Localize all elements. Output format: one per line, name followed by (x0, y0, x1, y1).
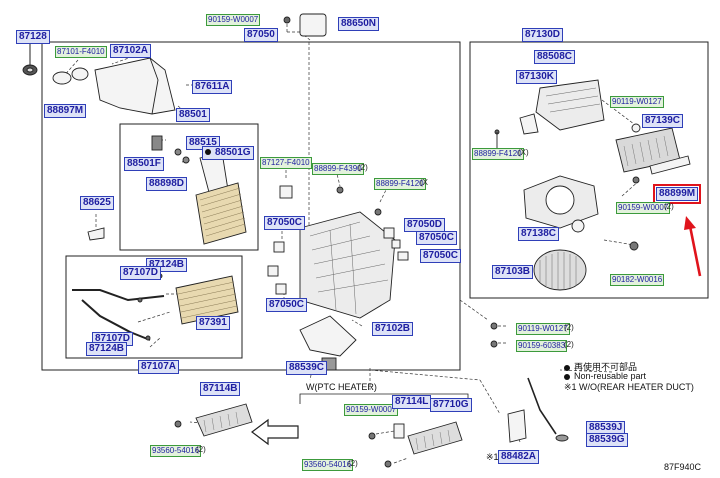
part-label-90159-W0007-right[interactable]: 90159-W0007 (616, 202, 671, 214)
frame-lines (29, 41, 709, 404)
ptc-heater-caption: W(PTC HEATER) (306, 382, 377, 392)
part-label-88898D[interactable]: 88898D (146, 177, 188, 191)
suffix-x-b: (X) (518, 148, 529, 157)
part-label-88897M[interactable]: 88897M (44, 104, 87, 118)
part-label-87124B-2[interactable]: 87124B (86, 342, 128, 356)
part-label-87050[interactable]: 87050 (244, 28, 278, 42)
part-label-87050C-1[interactable]: 87050C (264, 216, 306, 230)
part-label-88501F[interactable]: 88501F (124, 157, 164, 171)
part-label-87103B[interactable]: 87103B (492, 265, 534, 279)
suffix-2-a: (2) (358, 163, 368, 172)
part-label-88501G[interactable]: 88501G (202, 146, 254, 160)
part-label-88899-F4390[interactable]: 88899-F4390 (312, 163, 364, 175)
part-label-90159-W0007-bottom[interactable]: 90159-W0007 (344, 404, 399, 416)
part-label-87138C[interactable]: 87138C (518, 227, 560, 241)
diagram-code: 87F940C (664, 462, 702, 472)
part-label-88539G[interactable]: 88539G (586, 433, 628, 447)
suffix-x-a: (X (420, 178, 428, 187)
part-label-88650N[interactable]: 88650N (338, 17, 380, 31)
legend-reuse-text: 再使用不可部品 (574, 362, 638, 372)
legend-reuse-line: 再使用不可部品 (564, 360, 637, 373)
part-label-87107D-1[interactable]: 87107D (120, 266, 162, 280)
part-label-88539C[interactable]: 88539C (286, 361, 328, 375)
part-label-87130D[interactable]: 87130D (522, 28, 564, 42)
legend-nonreusable-line: Non-reusable part (564, 371, 646, 381)
part-label-87102B[interactable]: 87102B (372, 322, 414, 336)
legend-footnote: ※1 W/O(REAR HEATER DUCT) (564, 382, 694, 392)
part-label-93560-54016-bottom[interactable]: 93560-54016 (302, 459, 354, 471)
part-label-87050C-2[interactable]: 87050C (416, 231, 458, 245)
part-label-87391[interactable]: 87391 (196, 316, 230, 330)
suffix-2-b: (2) (664, 202, 674, 211)
part-label-87611A[interactable]: 87611A (192, 80, 233, 94)
part-label-88625[interactable]: 88625 (80, 196, 114, 210)
part-label-87130K[interactable]: 87130K (516, 70, 558, 84)
part-label-87710G[interactable]: 87710G (430, 398, 472, 412)
suffix-2-d: (2) (564, 340, 574, 349)
part-label-87101-F4010[interactable]: 87101-F4010 (55, 46, 107, 58)
part-label-90159-W0007-top[interactable]: 90159-W0007 (206, 14, 261, 26)
part-label-90159-60383[interactable]: 90159-60383 (516, 340, 568, 352)
part-sketches (22, 13, 691, 468)
part-label-88482A[interactable]: 88482A (498, 450, 540, 464)
part-label-88899-F4120-right[interactable]: 88899-F4120 (472, 148, 524, 160)
suffix-2-f: (2) (348, 459, 358, 468)
part-label-87114B[interactable]: 87114B (200, 382, 241, 396)
part-label-87050C-3[interactable]: 87050C (420, 249, 462, 263)
part-label-87139C[interactable]: 87139C (642, 114, 684, 128)
part-label-87107A[interactable]: 87107A (138, 360, 180, 374)
legend-nonreusable-text: Non-reusable part (574, 371, 647, 381)
part-label-87114L[interactable]: 87114L (392, 395, 432, 409)
part-label-88501[interactable]: 88501 (176, 108, 210, 122)
part-label-88899-F4120-mid[interactable]: 88899-F4120 (374, 178, 426, 190)
footnote-marker: ※1 (486, 452, 499, 462)
part-label-87102A[interactable]: 87102A (110, 44, 152, 58)
suffix-2-e: (2) (196, 445, 206, 454)
part-label-88508C[interactable]: 88508C (534, 50, 576, 64)
part-label-90182-W0016[interactable]: 90182-W0016 (610, 274, 665, 286)
part-label-87050C-4[interactable]: 87050C (266, 298, 308, 312)
part-label-88899M[interactable]: 88899M (652, 184, 702, 204)
red-arrow-icon (684, 216, 702, 277)
bullet-icon (564, 373, 570, 380)
part-label-90119-W0127-top[interactable]: 90119-W0127 (610, 96, 664, 108)
part-label-87050D[interactable]: 87050D (404, 218, 446, 232)
part-label-87128[interactable]: 87128 (16, 30, 50, 44)
outline-arrow-icon (251, 418, 299, 446)
part-label-90119-W0127-mid[interactable]: 90119-W0127 (516, 323, 570, 335)
suffix-2-c: (2) (564, 323, 574, 332)
bullet-icon (564, 364, 570, 371)
part-label-93560-54016-left[interactable]: 93560-54016 (150, 445, 202, 457)
part-label-87127-F4010[interactable]: 87127-F4010 (260, 157, 312, 169)
